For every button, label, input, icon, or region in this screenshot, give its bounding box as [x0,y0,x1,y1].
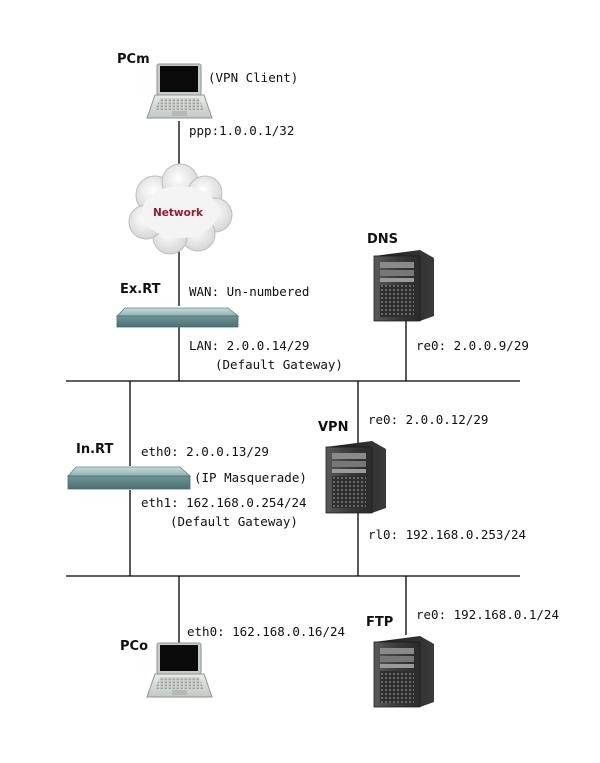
ftp-iface: re0: 192.168.0.1/24 [416,607,559,622]
network-cloud-icon [128,163,233,255]
vpn-iface-inner: rl0: 192.168.0.253/24 [368,527,526,542]
pcm-iface: ppp:1.0.0.1/32 [189,123,294,138]
exrt-label: Ex.RT [120,282,161,297]
vpn-label: VPN [318,420,348,435]
laptop-pcm-icon [146,63,213,119]
inrt-eth1-note: (Default Gateway) [170,514,298,529]
server-dns-icon [373,250,434,322]
ftp-label: FTP [366,615,393,630]
inrt-eth0: eth0: 2.0.0.13/29 [141,444,269,459]
vpn-iface-outer: re0: 2.0.0.12/29 [368,412,488,427]
pcm-label: PCm [117,52,150,67]
pco-iface: eth0: 162.168.0.16/24 [187,624,345,639]
server-ftp-icon [373,636,434,708]
pcm-role: (VPN Client) [208,70,298,85]
pco-label: PCo [120,639,148,654]
inrt-label: In.RT [76,442,113,457]
router-inrt-icon [67,466,192,490]
network-label: Network [153,207,204,219]
exrt-lan: LAN: 2.0.0.14/29 [189,338,309,353]
dns-iface: re0: 2.0.0.9/29 [416,338,529,353]
exrt-lan-note: (Default Gateway) [215,357,343,372]
router-exrt-icon [116,307,240,328]
dns-label: DNS [367,232,398,247]
exrt-wan: WAN: Un-numbered [189,284,309,299]
wires [66,121,520,645]
inrt-masquerade: (IP Masquerade) [194,470,307,485]
laptop-pco-icon [146,642,213,698]
server-vpn-icon [325,441,386,514]
inrt-eth1: eth1: 162.168.0.254/24 [141,495,307,510]
